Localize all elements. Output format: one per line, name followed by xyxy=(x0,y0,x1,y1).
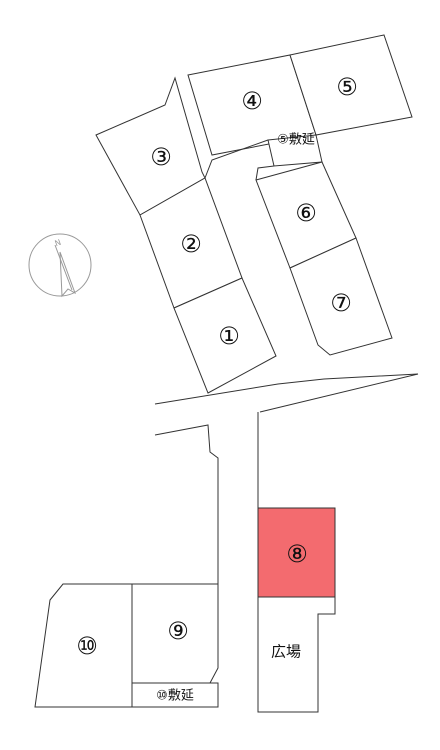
road-edge-south-left xyxy=(154,424,219,584)
lot-10-easement[interactable] xyxy=(131,682,219,708)
lot-5-label: ⑤ xyxy=(336,73,358,101)
lot-8[interactable] xyxy=(257,507,336,598)
lot-4-label: ④ xyxy=(241,87,263,115)
lot-10-easement-label: ⑩敷延 xyxy=(156,689,194,704)
compass-circle xyxy=(28,233,92,297)
lot-9-label: ⑨ xyxy=(167,617,189,645)
lot-1-label: ① xyxy=(218,322,240,350)
lot-6-label: ⑥ xyxy=(295,199,317,227)
compass-north-label: N xyxy=(54,238,63,249)
lot-boundary-curve-2 xyxy=(255,165,275,181)
lot-3-label: ③ xyxy=(150,143,172,171)
lot-boundary-curve xyxy=(204,139,269,179)
road-edge-south-right xyxy=(259,373,419,413)
compass-needle-line xyxy=(54,244,73,291)
compass: N xyxy=(28,233,92,298)
lot-5[interactable] xyxy=(289,34,413,136)
lot-10-label: ⑩ xyxy=(76,632,98,660)
north-arrow-icon xyxy=(59,251,76,298)
lot-7[interactable] xyxy=(289,237,393,356)
lot-1[interactable] xyxy=(173,277,277,394)
lot-8-label: ⑧ xyxy=(286,540,308,568)
lot-9[interactable] xyxy=(131,583,219,684)
lot-7-label: ⑦ xyxy=(330,289,352,317)
plaza[interactable] xyxy=(257,596,336,713)
road-edge-north xyxy=(154,373,419,405)
lot-5-easement-label: ⑤敷延 xyxy=(277,133,315,148)
plaza-label: 広場 xyxy=(271,643,301,661)
lot-2-label: ② xyxy=(180,230,202,258)
